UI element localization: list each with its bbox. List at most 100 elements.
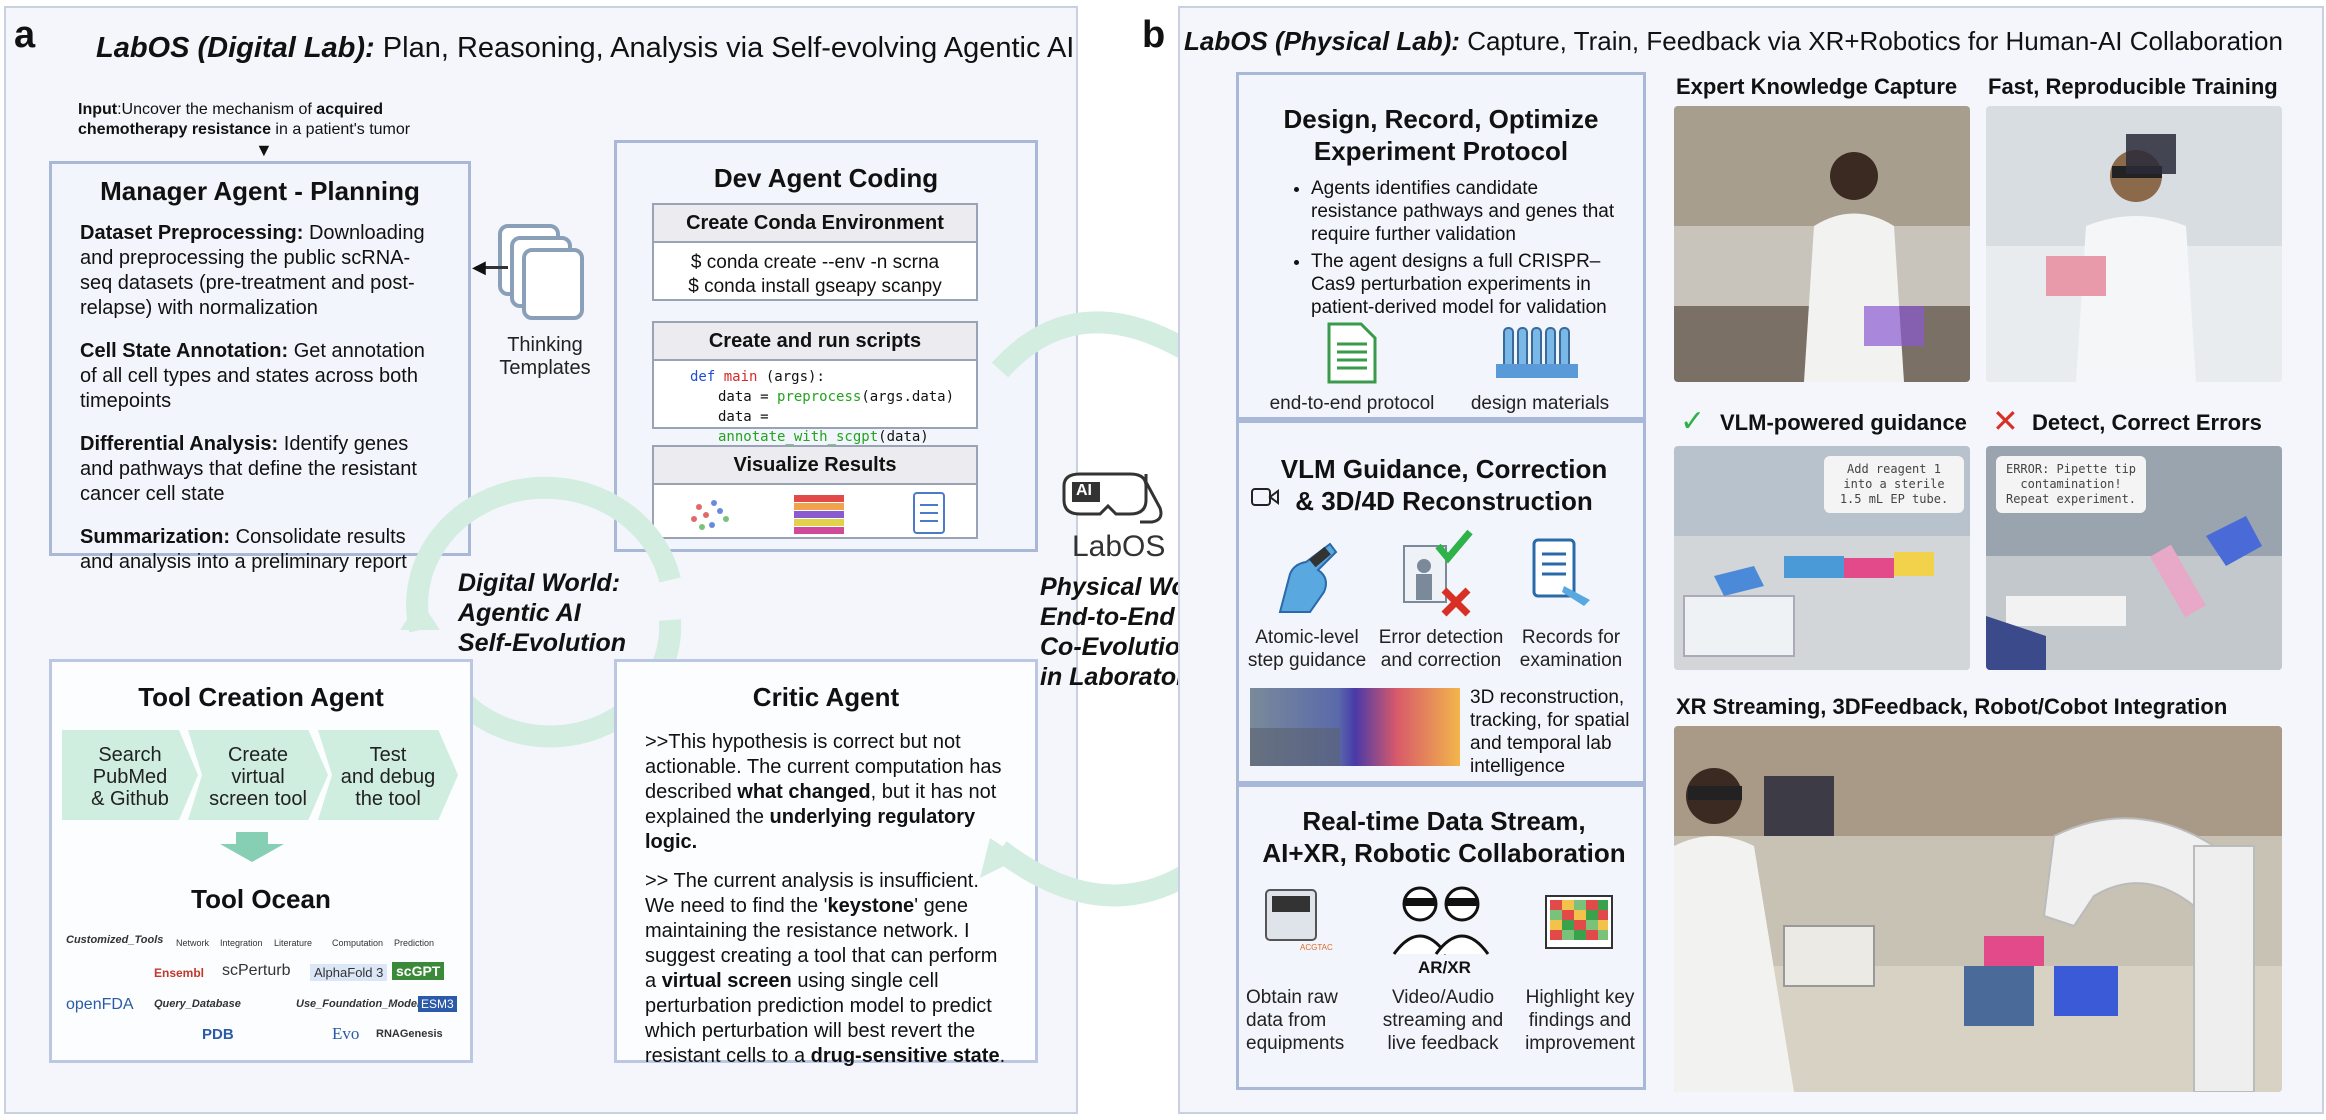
manager-item: Cell State Annotation: Get annotation of…: [80, 340, 425, 412]
vlm-item-error: Error detection and correction: [1378, 627, 1504, 671]
thinking-templates-icon: [498, 224, 584, 320]
realtime-item-highlight: Highlight key findings and improvement: [1525, 987, 1635, 1054]
manager-item: Dataset Preprocessing: Downloading and p…: [80, 222, 425, 319]
panel-b-title: LabOS (Physical Lab): Capture, Train, Fe…: [1184, 26, 2283, 57]
photo-heading-training: Fast, Reproducible Training: [1988, 74, 2278, 99]
tool-integration: Integration: [220, 938, 263, 948]
step-search: Search PubMed & Github: [62, 730, 198, 820]
manager-item: Differential Analysis: Identify genes an…: [80, 433, 417, 505]
guidance-bubble: Add reagent 1 into a sterile 1.5 mL EP t…: [1824, 456, 1964, 513]
manager-agent-box: Manager Agent - Planning Dataset Preproc…: [49, 161, 471, 573]
vlm-item-records: Records for examination: [1519, 627, 1623, 671]
tool-literature: Literature: [274, 938, 313, 948]
critic-agent-box: Critic Agent >>This hypothesis is correc…: [614, 659, 1038, 1067]
visualize-section-title: Visualize Results: [654, 447, 976, 485]
tool-esm3: ESM3: [418, 996, 457, 1012]
expert-capture-photo: [1674, 106, 1970, 382]
panel-a-label: a: [14, 14, 36, 56]
step-test: Test and debug the tool: [318, 730, 458, 820]
visualize-section: Visualize Results: [652, 445, 978, 539]
test-tube-rack-icon: [1496, 327, 1578, 378]
design-materials-label: design materials: [1470, 393, 1610, 414]
tool-network: Network: [176, 938, 210, 948]
sequencer-icon: ACGTAC: [1265, 889, 1333, 952]
tool-query-database: Query_Database: [154, 998, 241, 1010]
protocol-document-icon: [1327, 322, 1377, 384]
critic-paragraph-1: >>This hypothesis is correct but not act…: [645, 731, 1002, 853]
tool-computation: Computation: [332, 938, 384, 948]
panel-b-label: b: [1142, 14, 1166, 56]
photo-heading-detect: Detect, Correct Errors: [2032, 410, 2262, 435]
tool-creation-title: Tool Creation Agent: [138, 682, 384, 712]
conda-line-1: $ conda create --env -n scrna: [690, 252, 940, 273]
critic-agent-title: Critic Agent: [752, 682, 900, 712]
photo-heading-xr: XR Streaming, 3DFeedback, Robot/Cobot In…: [1676, 694, 2228, 719]
check-icon: ✓: [1680, 405, 1706, 438]
umap-plot-icon: [691, 492, 945, 534]
xr-robot-photo: [1674, 726, 2282, 1092]
tool-pdb: PDB: [202, 1026, 234, 1043]
down-arrow: [220, 832, 284, 862]
tool-scgpt: scGPT: [392, 962, 445, 980]
protocol-label: end-to-end protocol: [1269, 393, 1435, 414]
svg-text:ACGTAC: ACGTAC: [1300, 943, 1333, 952]
digital-cycle-label: Digital World: Agentic AI Self-Evolution: [458, 569, 627, 657]
manager-item: Summarization: Consolidate results and a…: [80, 526, 407, 573]
panel-a-title: LabOS (Digital Lab): Plan, Reasoning, An…: [96, 32, 1074, 65]
thinking-templates-label: Thinking Templates: [499, 334, 591, 379]
tool-scperturb: scPerturb: [222, 962, 291, 979]
physical-cycle-label: Physical World: End-to-End Co-Evolution …: [1040, 573, 1228, 691]
panel-a-title-italic: LabOS (Digital Lab):: [96, 32, 375, 64]
design-bullets: Agents identifies candidate resistance p…: [1259, 177, 1623, 319]
tool-alphafold: AlphaFold 3: [310, 964, 388, 981]
input-arrow: ▼: [255, 140, 273, 160]
vlm-title: VLM Guidance, Correction& 3D/4D Reconstr…: [1280, 454, 1608, 516]
tool-foundation-model: Use_Foundation_Model: [296, 998, 421, 1010]
gloved-hand-icon: [1278, 542, 1338, 613]
conda-section: Create Conda Environment $ conda create …: [652, 203, 978, 301]
manager-left-arrow: [476, 266, 508, 269]
cross-icon: ✕: [1992, 403, 2019, 439]
ar-xr-people-icon: [1392, 886, 1490, 955]
video-camera-icon: [1251, 488, 1279, 506]
tool-ocean-title: Tool Ocean: [191, 884, 331, 914]
3d-reconstruction-image: [1250, 688, 1460, 766]
code-block: def main (args): data = preprocess(args.…: [690, 369, 955, 445]
vlm-item-atomic: Atomic-level step guidance: [1247, 627, 1367, 671]
scripts-section: Create and run scripts def main (args): …: [652, 321, 978, 445]
panel-b-title-italic: LabOS (Physical Lab):: [1184, 26, 1460, 56]
photo-heading-expert: Expert Knowledge Capture: [1676, 74, 1958, 99]
photo-heading-vlm: VLM-powered guidance: [1720, 410, 1967, 435]
tool-prediction: Prediction: [394, 938, 435, 948]
scripts-section-title: Create and run scripts: [654, 323, 976, 361]
panel-b-title-rest: Capture, Train, Feedback via XR+Robotics…: [1467, 26, 2283, 56]
error-detection-icon: [1403, 529, 1473, 617]
design-bullet: Agents identifies candidate resistance p…: [1311, 177, 1623, 246]
tool-creation-box: Tool Creation Agent Search PubMed & Gith…: [49, 659, 473, 1063]
step-create: Create virtual screen tool: [188, 730, 328, 820]
input-text: Input:Uncover the mechanism of acquired …: [78, 101, 411, 138]
conda-line-2: $ conda install gseapy scanpy: [688, 276, 942, 297]
tool-ensembl: Ensembl: [154, 966, 205, 980]
realtime-title: Real-time Data Stream,AI+XR, Robotic Col…: [1262, 806, 1626, 868]
tool-openfda: openFDA: [66, 996, 134, 1013]
realtime-item-raw: Obtain raw data from equipments: [1246, 987, 1345, 1054]
records-icon: [1532, 538, 1590, 606]
dev-agent-box: Dev Agent Coding Create Conda Environmen…: [614, 140, 1038, 552]
labos-logo-text: LabOS: [1072, 530, 1166, 563]
design-bullet: The agent designs a full CRISPR–Cas9 per…: [1311, 250, 1623, 319]
tool-evo: Evo: [332, 1024, 360, 1043]
panel-a-title-rest: Plan, Reasoning, Analysis via Self-evolv…: [382, 32, 1075, 64]
conda-section-title: Create Conda Environment: [654, 205, 976, 243]
realtime-item-video: Video/Audio streaming and live feedback: [1382, 987, 1504, 1054]
recon-text: 3D reconstruction, tracking, for spatial…: [1470, 687, 1630, 777]
dev-agent-title: Dev Agent Coding: [713, 163, 939, 193]
tool-rnagenesis: RNAGenesis: [376, 1028, 443, 1040]
error-bubble: ERROR: Pipette tip contamination! Repeat…: [1996, 456, 2146, 513]
ar-xr-label: AR/XR: [1418, 958, 1471, 977]
training-photo: [1986, 106, 2282, 382]
manager-agent-title: Manager Agent - Planning: [100, 176, 420, 206]
heatmap-icon: [1545, 895, 1613, 949]
